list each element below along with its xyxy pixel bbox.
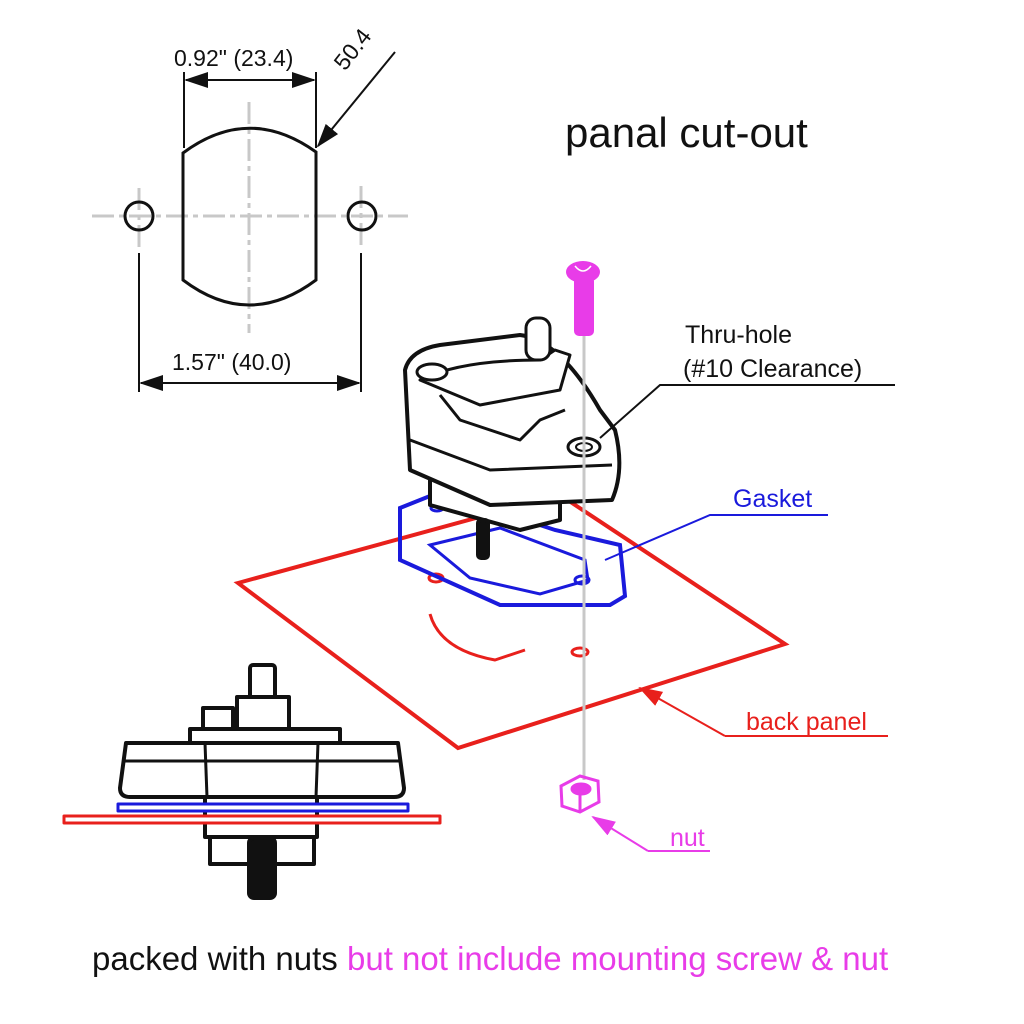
gasket-label: Gasket bbox=[733, 485, 813, 513]
radius-dimension bbox=[316, 51, 396, 148]
nut-leader bbox=[591, 815, 710, 852]
footer-magenta-text: but not include mounting screw & nut bbox=[346, 940, 889, 977]
thru-hole-leader bbox=[599, 384, 895, 439]
mounting-screw bbox=[566, 261, 600, 780]
footer-black-text: packed with nuts bbox=[92, 940, 338, 977]
footer-note: packed with nuts but not include mountin… bbox=[92, 940, 888, 978]
thru-hole-label-line2: (#10 Clearance) bbox=[683, 355, 863, 383]
back-panel bbox=[233, 492, 790, 751]
back-panel-leader bbox=[638, 687, 888, 737]
hole-spacing-dimension bbox=[138, 253, 362, 392]
back-panel-label: back panel bbox=[746, 708, 867, 736]
nut-label: nut bbox=[670, 824, 705, 852]
thru-hole-label-line1: Thru-hole bbox=[685, 321, 792, 349]
cutout-shape bbox=[181, 126, 318, 307]
gasket-leader bbox=[604, 514, 828, 561]
mounting-hole-right bbox=[346, 200, 378, 232]
mounting-hole-left bbox=[123, 200, 155, 232]
cutout-width-label: 0.92" (23.4) bbox=[174, 45, 294, 71]
width-dimension bbox=[183, 72, 317, 148]
cutout-drawing bbox=[92, 51, 408, 392]
nut-iso bbox=[559, 774, 601, 814]
side-view bbox=[62, 663, 442, 900]
centerlines bbox=[92, 102, 408, 333]
circuit-breaker-iso bbox=[403, 316, 622, 560]
page-title: panal cut-out bbox=[565, 109, 808, 156]
hole-spacing-label: 1.57" (40.0) bbox=[172, 349, 292, 375]
